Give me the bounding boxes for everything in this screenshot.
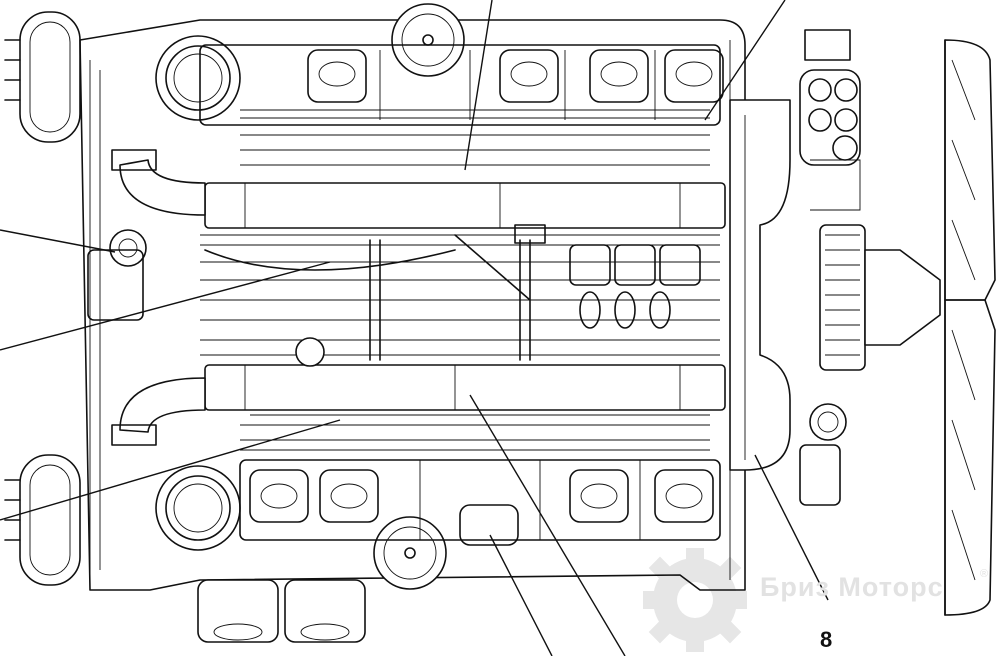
valley-fuel-rails bbox=[87, 224, 720, 367]
intake-pipes bbox=[111, 149, 206, 446]
cylinder-bank-bottom bbox=[239, 414, 721, 546]
watermark-text: Бриз Моторс bbox=[760, 572, 944, 602]
left-turbo-housings bbox=[4, 11, 81, 586]
cylinder-bank-top bbox=[199, 44, 724, 166]
callout-leaders bbox=[0, 0, 829, 656]
oil-filters bbox=[197, 579, 366, 643]
turbo-compressor-top bbox=[155, 35, 241, 121]
intake-manifold-top bbox=[204, 182, 726, 229]
idler-pulley-bottom bbox=[373, 516, 447, 590]
intake-manifold-bottom bbox=[204, 364, 726, 411]
idler-pulley-top bbox=[391, 3, 465, 77]
callout-label-8: 8 bbox=[820, 627, 833, 652]
cooling-fan bbox=[864, 39, 996, 616]
watermark-registered-mark: ® bbox=[980, 568, 989, 580]
turbo-compressor-bottom bbox=[155, 465, 241, 551]
front-accessory-drive bbox=[799, 29, 866, 506]
coolant-riser-pipe bbox=[729, 99, 791, 471]
gear-icon bbox=[643, 548, 747, 652]
